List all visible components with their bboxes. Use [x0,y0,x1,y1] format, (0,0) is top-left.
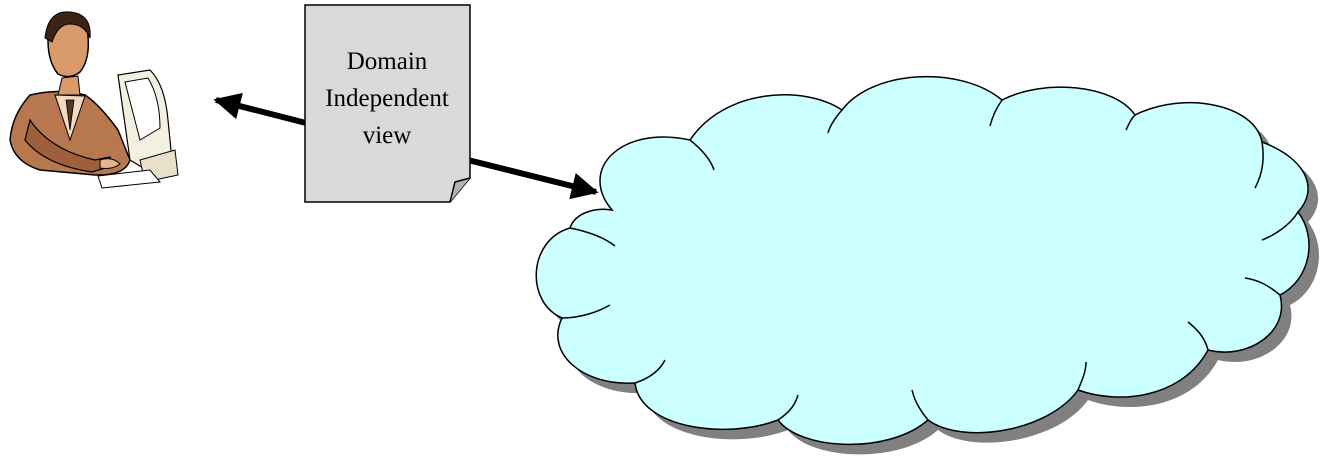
arrow-to-cloud [468,160,596,192]
arrow-to-user [216,100,306,123]
document-label-line-3: view [363,122,412,149]
document-label-line-2: Independent [325,85,449,112]
document-label-line-1: Domain [347,48,428,75]
user-at-computer-icon [10,12,178,188]
document-page-icon: Domain Independent view [305,5,470,202]
cloud-shape [536,77,1309,445]
